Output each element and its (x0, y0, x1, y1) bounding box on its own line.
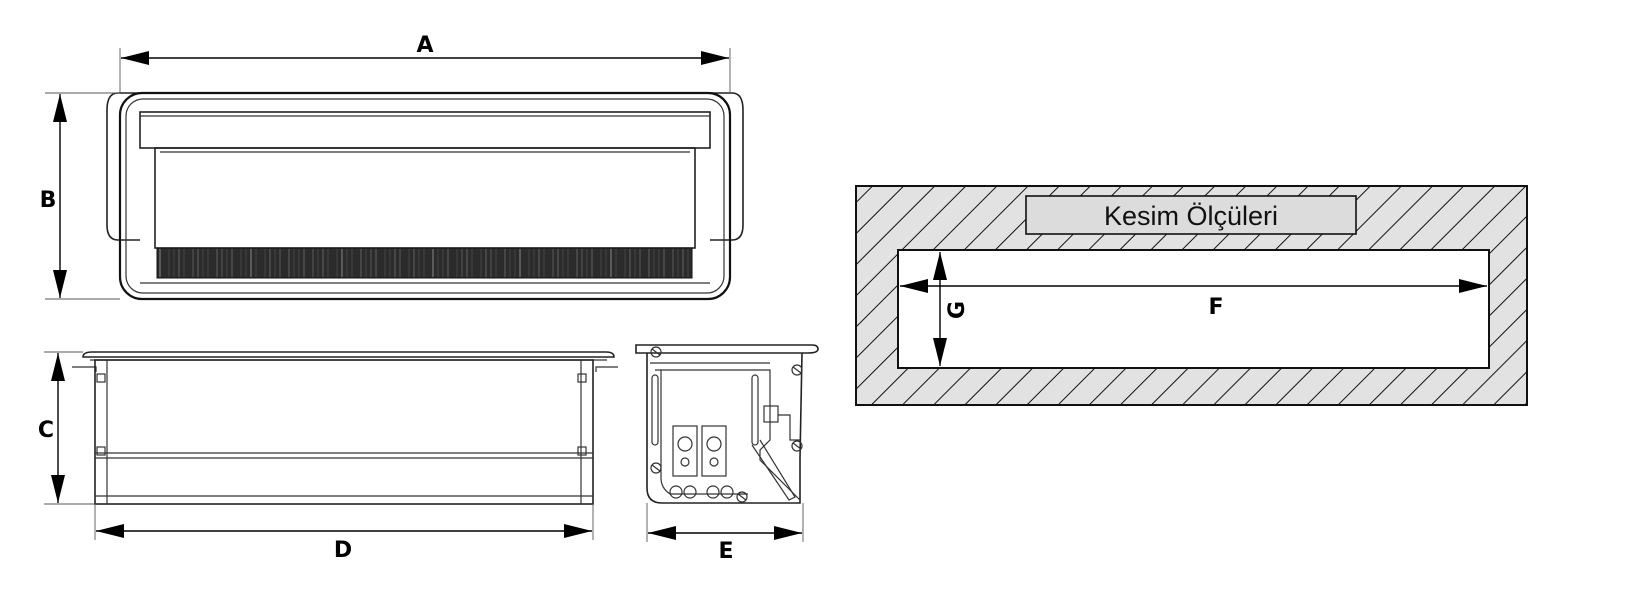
label-d: D (334, 538, 352, 563)
label-a: A (416, 33, 433, 58)
box-body (94, 359, 594, 505)
side-housing (646, 352, 803, 504)
right-clip (595, 366, 618, 372)
top-flange (82, 351, 615, 358)
dimension-c: C (38, 351, 95, 505)
cutout-opening (897, 249, 1490, 369)
lid-front-panel (154, 147, 696, 249)
outer-frame (118, 91, 732, 301)
cutout-title: Kesim Ölçüleri (1104, 201, 1278, 231)
label-b: B (40, 188, 57, 213)
lid-top-panel (139, 111, 711, 149)
label-c: C (38, 418, 54, 443)
cutout-diagram: Kesim Ölçüleri F G (855, 185, 1528, 406)
side-view (635, 344, 819, 504)
socket-left (672, 425, 698, 477)
dimension-d: D (94, 504, 594, 563)
dimension-a: A (119, 33, 731, 93)
right-ear (710, 92, 744, 241)
inner-frame (125, 98, 725, 294)
left-ear (106, 92, 140, 241)
left-clip (72, 366, 97, 372)
socket-right (701, 425, 727, 477)
screw-icon (650, 346, 803, 503)
top-view (106, 91, 744, 301)
dimension-e: E (646, 503, 804, 564)
side-flange (635, 344, 819, 354)
dimension-b: B (40, 92, 120, 300)
brush-bristles (159, 249, 689, 277)
front-view (72, 351, 618, 505)
label-e: E (718, 539, 733, 564)
cutout-title-box (1025, 195, 1357, 235)
label-f: F (1208, 295, 1223, 320)
label-g: G (945, 301, 970, 319)
